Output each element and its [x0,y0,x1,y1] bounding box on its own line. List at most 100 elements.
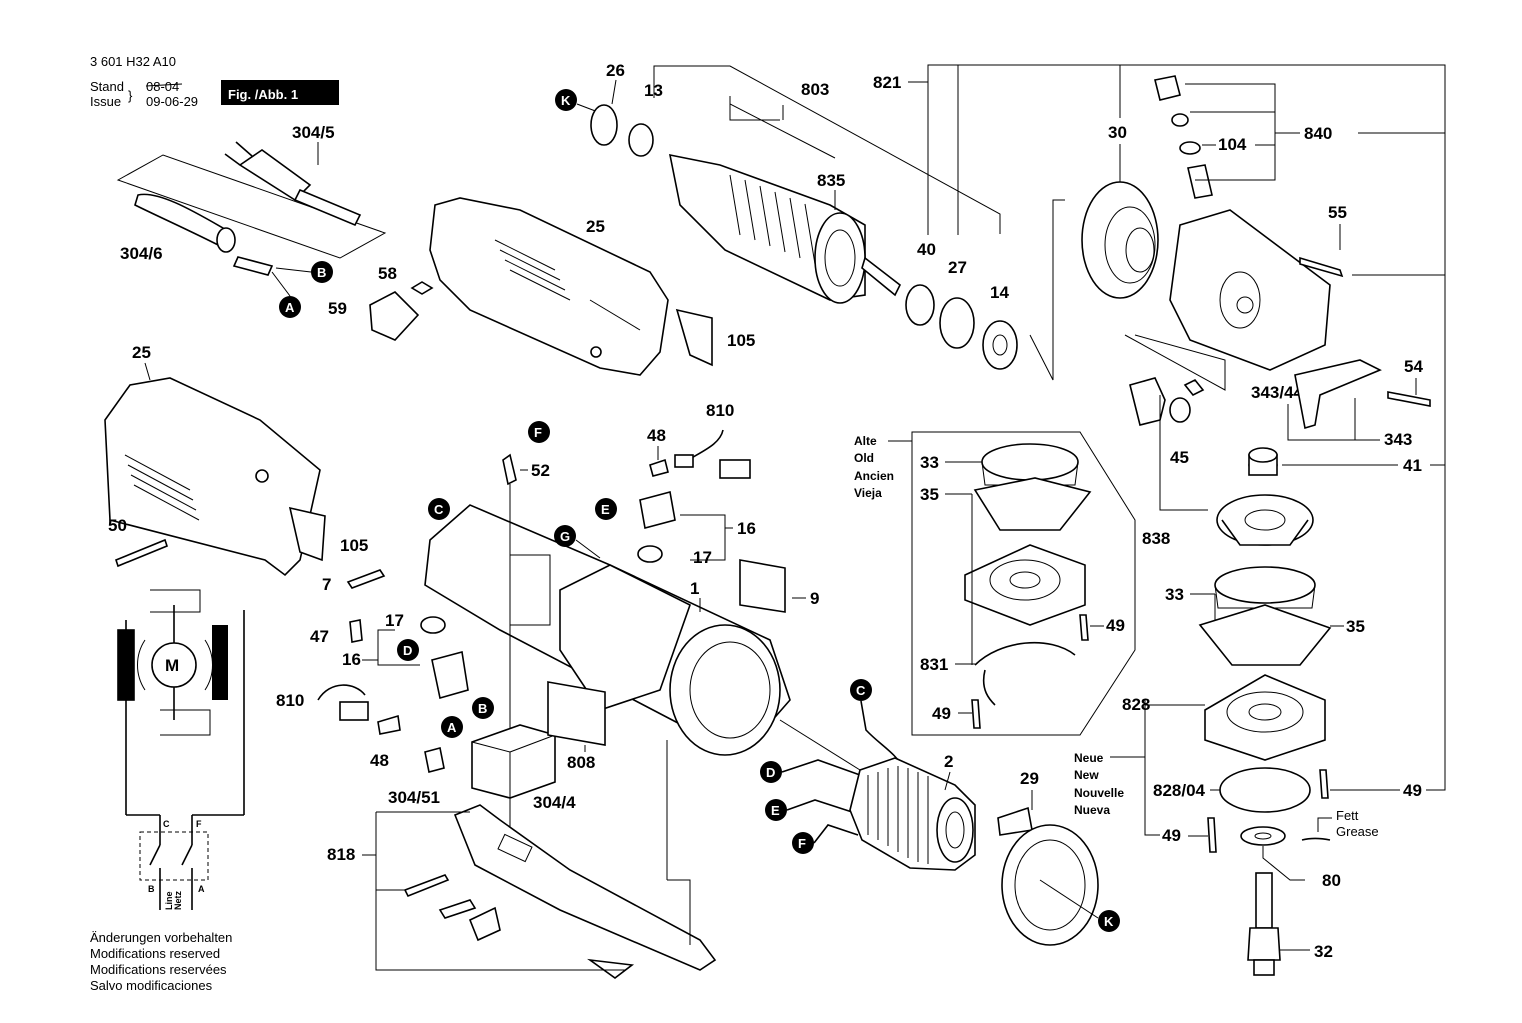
bearing-flange-30 [1081,181,1159,299]
callout-810-mid: 810 [276,691,304,710]
armature-835 [668,153,902,304]
badge-B-switch [472,697,494,719]
screw-55 [1299,256,1344,278]
screw-50 [115,538,168,568]
label-808 [547,681,606,746]
leader [275,267,312,273]
lock-spring [1171,113,1189,127]
badge-D-label: D [403,643,412,658]
vent-slots [494,239,571,301]
brush-810 [719,459,751,479]
axis-line [779,719,861,771]
bearing-flange-828 [1204,674,1326,761]
callout-840: 840 [1304,124,1332,143]
callout-48-mid: 48 [370,751,389,770]
leader [667,879,691,945]
circlip-40 [905,284,935,326]
leader [944,771,951,791]
lead-F [813,824,859,844]
badge-K-top-label: K [561,93,571,108]
leader [1317,817,1332,832]
motor-housing-1 [424,504,791,756]
callout-838: 838 [1142,529,1170,548]
callout-304-5: 304/5 [292,123,335,142]
doc-number: 3 601 H32 A10 [90,54,176,69]
plug-cord-group [116,141,387,276]
leader [575,539,601,559]
callout-105-top: 105 [727,331,755,350]
callout-831: 831 [920,655,948,674]
footer-line-4: Salvo modificaciones [90,978,213,993]
callout-49-new: 49 [1403,781,1422,800]
callout-828: 828 [1122,695,1150,714]
badge-C-housing [428,498,450,520]
callout-803: 803 [801,80,829,99]
old-label-de: Alte [854,434,877,448]
gasket-35-new [1198,604,1332,666]
spring-17-mid [420,616,446,634]
callout-25-left: 25 [132,343,151,362]
badge-F-coil [792,832,814,854]
clip-7 [346,569,386,589]
bearing-26 [590,104,618,146]
grease-mark [1301,837,1331,841]
field-coil-2 [849,757,976,871]
leader [680,514,726,561]
callout-9: 9 [810,589,819,608]
label-105-left [288,506,326,562]
leader [729,104,780,121]
badge-B [311,261,333,283]
badge-E-top-label: E [601,502,610,517]
screw-49-old-b [971,699,981,729]
screw-304-51 [424,747,445,773]
leader [1039,879,1099,919]
footer-line-1: Änderungen vorbehalten [90,930,232,945]
callout-26: 26 [606,61,625,80]
callout-48-top: 48 [647,426,666,445]
badge-F-top-label: F [534,425,542,440]
screw-48-top [649,458,669,477]
callout-17-mid: 17 [385,611,404,630]
callout-49-old-b: 49 [932,704,951,723]
leader [1124,334,1226,391]
badge-K-bottom-label: K [1104,914,1114,929]
new-label-de: Neue [1074,751,1104,765]
bearing-14 [982,320,1018,370]
callout-58: 58 [378,264,397,283]
bearing-flange-old [964,544,1086,626]
leader [1262,846,1305,881]
callout-105-left: 105 [340,536,368,555]
gasket-35-old [973,477,1092,531]
callout-30: 30 [1108,123,1127,142]
footer-line-3: Modifications reservées [90,962,227,977]
o-ring-828-04 [1219,767,1311,813]
callout-14: 14 [990,283,1009,302]
new-label-fr: Nouvelle [1074,786,1124,800]
badge-K-top [555,89,577,111]
callout-828-04: 828/04 [1153,781,1206,800]
terminal-52 [502,453,517,486]
wiring-a: A [198,884,205,894]
callout-2: 2 [944,752,953,771]
badge-K-bottom [1098,910,1120,932]
switch-slider-59 [369,291,420,341]
label-818 [587,958,635,979]
spring-58 [410,281,434,295]
leader [377,629,420,666]
spring-17-top [637,545,663,563]
callout-343: 343 [1384,430,1412,449]
old-label-fr: Ancien [854,469,894,483]
callout-50: 50 [108,516,127,535]
screw-49-new [1319,769,1329,799]
callout-1: 1 [690,579,699,598]
issue-label: Issue [90,94,121,109]
callout-35-new: 35 [1346,617,1365,636]
callout-13: 13 [644,81,663,100]
lock-lever-343 [1294,359,1382,430]
callout-821: 821 [873,73,901,92]
fan-cover-29 [997,806,1099,946]
plug-pin [224,153,241,166]
strike-line [145,83,183,87]
